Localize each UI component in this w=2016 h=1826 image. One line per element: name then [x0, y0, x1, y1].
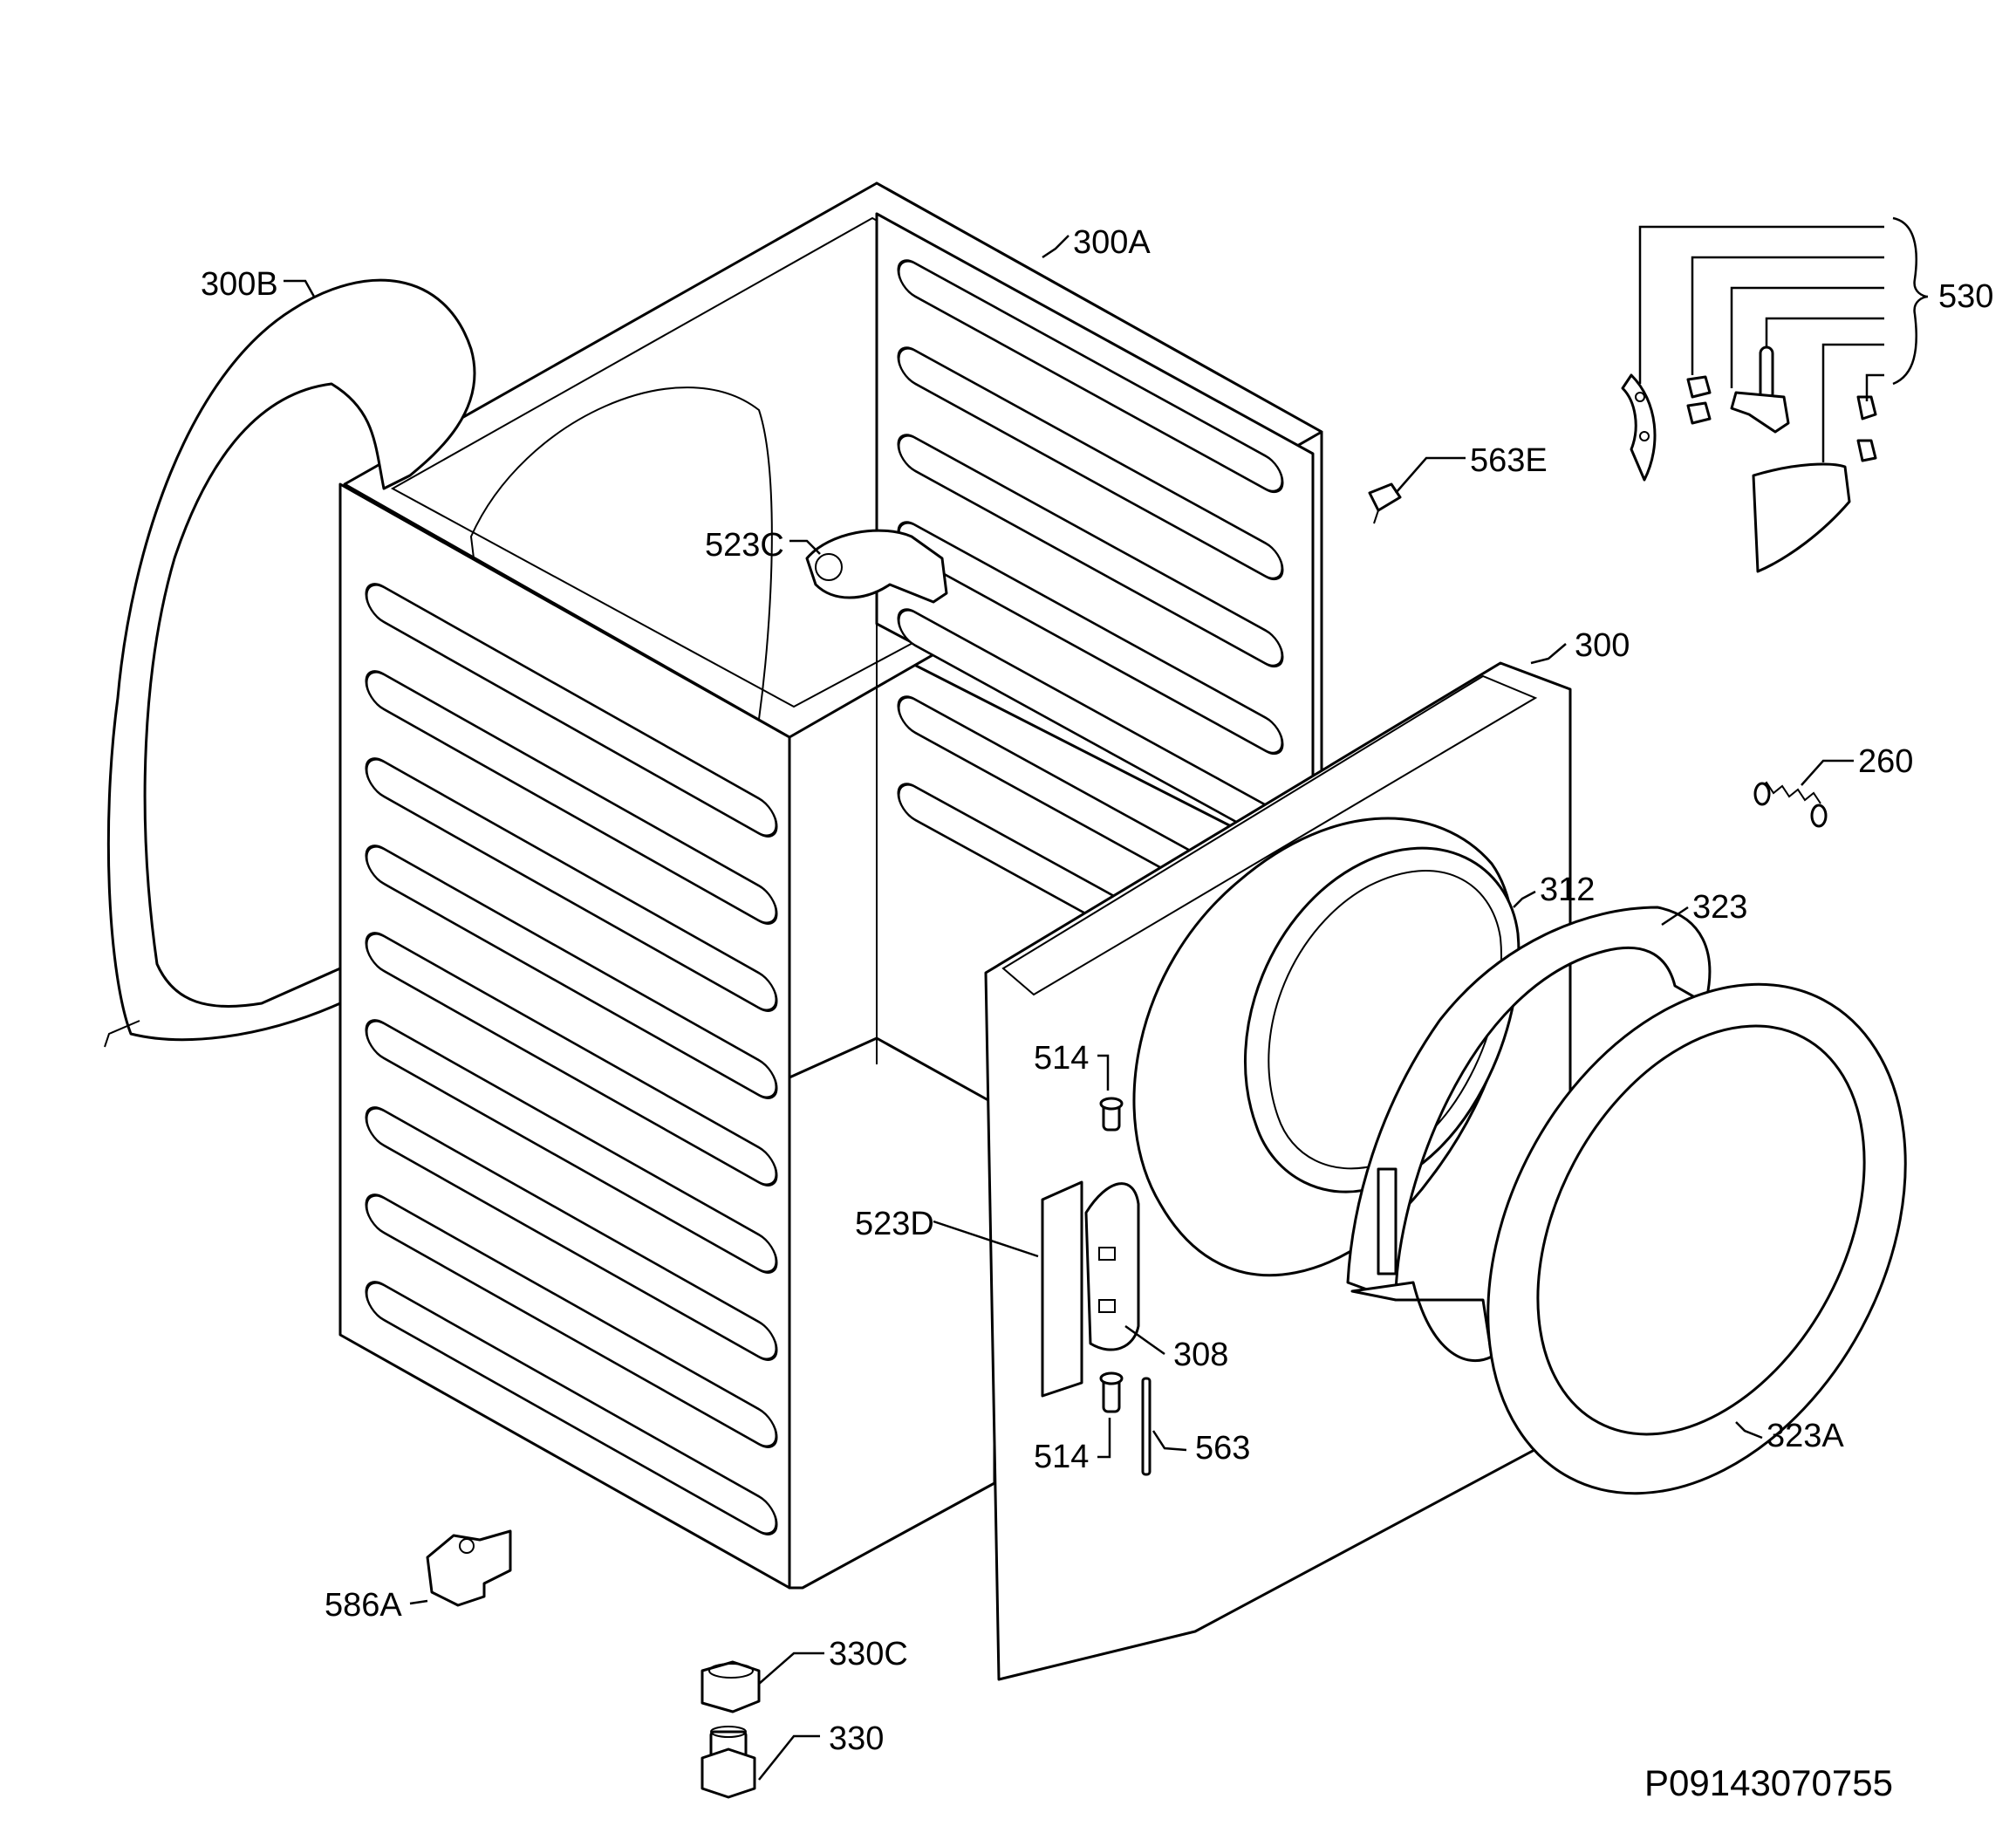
callout-323: 323 [1692, 889, 1747, 926]
callout-323A: 323A [1767, 1418, 1844, 1454]
callout-330C: 330C [829, 1636, 908, 1672]
callout-563E: 563E [1470, 442, 1548, 479]
hinge-assembly-530 [1621, 216, 1929, 573]
callout-300A: 300A [1073, 224, 1151, 261]
spring-260 [1753, 781, 1828, 828]
callout-514-lower: 514 [1034, 1439, 1089, 1475]
door-outer-ring-323A [1486, 982, 1907, 1495]
callout-523C: 523C [705, 527, 784, 564]
door-glass-312 [1244, 846, 1521, 1193]
leader-lines [284, 235, 1854, 1781]
left-panel-ribs [365, 583, 778, 1535]
pin-514-upper [1099, 1097, 1124, 1132]
cabinet-base [788, 1036, 996, 1590]
callout-260: 260 [1858, 743, 1913, 780]
hinge-plate-523D [1041, 1180, 1140, 1398]
callout-523D: 523D [855, 1206, 934, 1242]
nut-330C [700, 1660, 761, 1713]
callout-330: 330 [829, 1720, 884, 1757]
callout-300B: 300B [201, 266, 278, 303]
bracket-586A [426, 1529, 512, 1607]
foot-330 [700, 1726, 756, 1799]
callout-586A: 586A [325, 1587, 402, 1624]
callout-308: 308 [1173, 1337, 1228, 1373]
rod-563 [1141, 1377, 1152, 1476]
part-563E [1368, 482, 1402, 524]
callout-300: 300 [1575, 627, 1630, 664]
callout-312: 312 [1540, 872, 1595, 908]
bracket-523C [805, 529, 948, 604]
callout-labels: 300A 300B 530 563E 523C 300 260 312 323 … [201, 224, 1993, 1803]
pin-514-lower [1099, 1371, 1124, 1413]
callout-514-upper: 514 [1034, 1040, 1089, 1077]
drawing-number: P09143070755 [1644, 1762, 1893, 1803]
callout-530: 530 [1938, 278, 1993, 315]
rear-frame-300B [104, 278, 476, 1048]
callout-563: 563 [1195, 1430, 1250, 1467]
door-frame-323 [1346, 906, 1712, 1362]
